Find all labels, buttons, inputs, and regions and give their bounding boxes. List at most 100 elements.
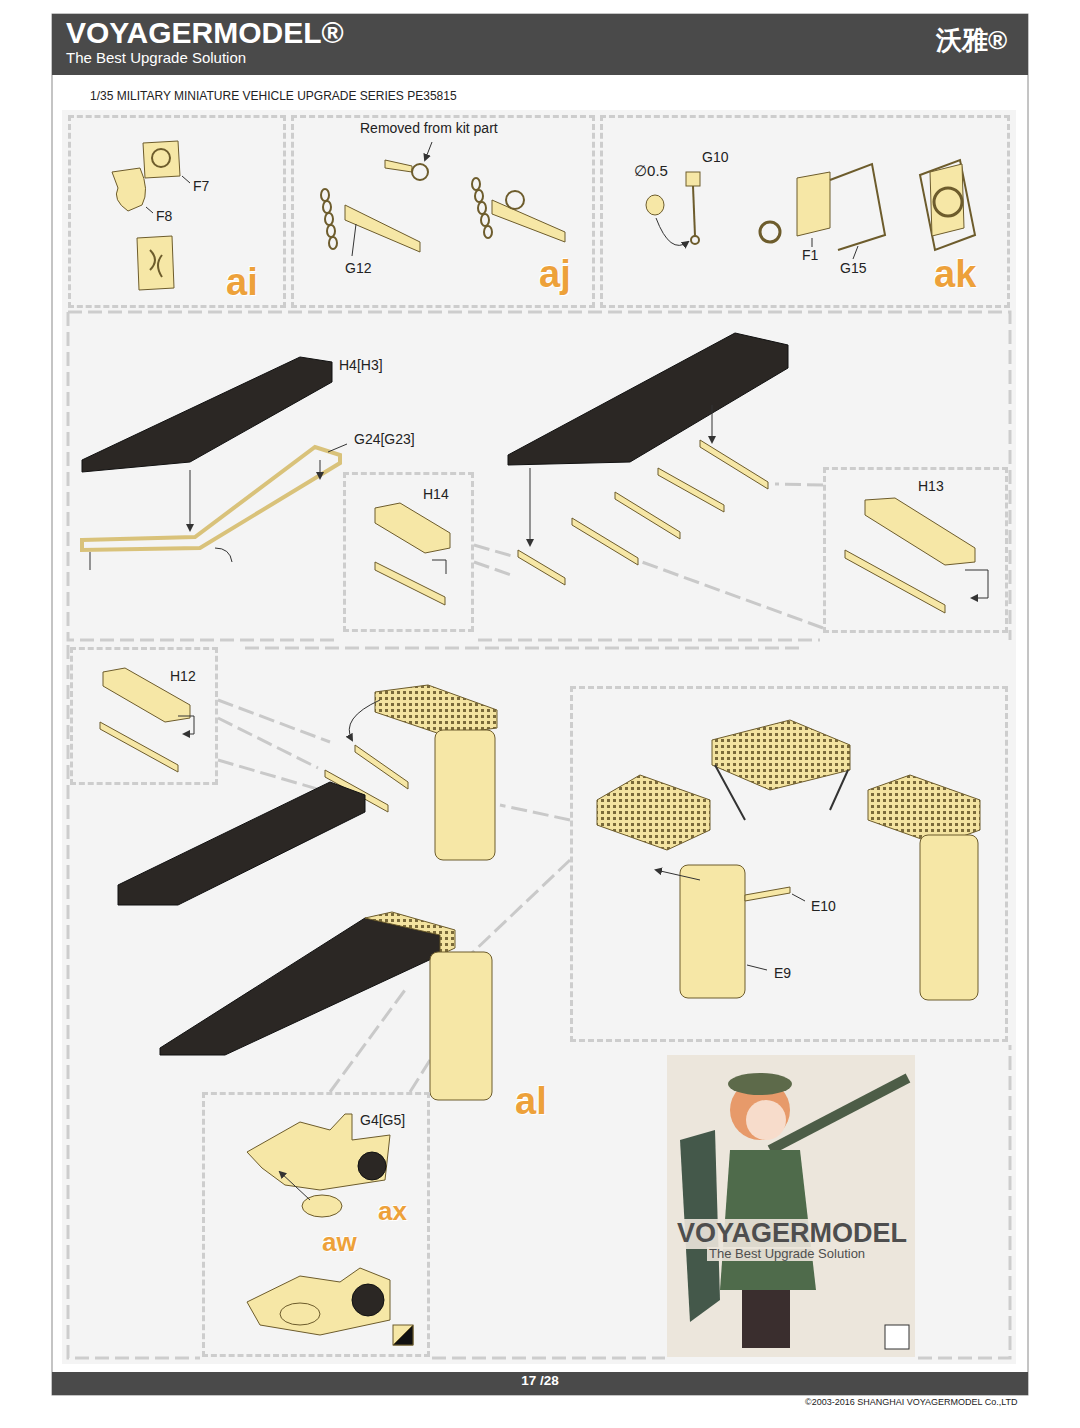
part-drawing bbox=[280, 1172, 310, 1200]
part-drawing bbox=[82, 357, 332, 472]
part-drawing bbox=[365, 912, 455, 955]
part-drawing bbox=[792, 894, 805, 901]
zoom-line bbox=[330, 990, 430, 1092]
part-drawing bbox=[375, 562, 445, 605]
part-drawing bbox=[393, 1325, 413, 1345]
part-drawing bbox=[182, 176, 190, 183]
zoom-line bbox=[474, 545, 514, 576]
brand-text: The Best Upgrade Solution bbox=[66, 50, 246, 67]
part-drawing bbox=[930, 164, 964, 236]
part-drawing bbox=[700, 440, 768, 489]
part-drawing bbox=[478, 202, 486, 214]
part-drawing bbox=[797, 172, 830, 236]
zoom-line bbox=[218, 700, 338, 795]
part-drawing bbox=[329, 237, 337, 249]
part-drawing bbox=[760, 222, 780, 242]
part-drawing bbox=[965, 570, 988, 598]
step-letter: al bbox=[515, 1081, 547, 1123]
part-drawing bbox=[530, 468, 531, 545]
part-drawing bbox=[321, 189, 329, 201]
note-text: Removed from kit part bbox=[360, 121, 498, 136]
zoom-line bbox=[642, 484, 823, 628]
part-drawing bbox=[150, 250, 162, 277]
part-drawing bbox=[323, 201, 331, 213]
part-number: G12 bbox=[345, 261, 371, 276]
part-drawing bbox=[747, 965, 767, 970]
part-drawing bbox=[686, 172, 700, 186]
step-panel: ai bbox=[68, 115, 286, 308]
part-drawing bbox=[385, 160, 412, 172]
detail-inset: E10E9 bbox=[570, 686, 1008, 1042]
part-drawing bbox=[327, 225, 335, 237]
part-number: G4[G5] bbox=[360, 1113, 405, 1128]
part-drawing bbox=[472, 178, 480, 190]
part-drawing bbox=[432, 560, 446, 574]
region-outline bbox=[68, 645, 1010, 1358]
detail-inset: H14 bbox=[343, 472, 474, 632]
part-drawing bbox=[352, 1284, 384, 1316]
poster-illustration bbox=[770, 1078, 908, 1150]
part-drawing bbox=[492, 200, 565, 242]
part-drawing bbox=[712, 720, 850, 790]
region-outline bbox=[245, 647, 800, 650]
part-drawing bbox=[435, 730, 495, 860]
part-drawing bbox=[656, 218, 688, 245]
part-drawing bbox=[712, 405, 713, 442]
poster-illustration bbox=[742, 1290, 790, 1348]
part-drawing bbox=[375, 503, 450, 553]
part-number: H4[H3] bbox=[339, 358, 383, 373]
part-number: H12 bbox=[170, 669, 196, 684]
part-number: H14 bbox=[423, 487, 449, 502]
part-drawing bbox=[693, 186, 695, 236]
part-drawing bbox=[646, 195, 664, 215]
poster-illustration bbox=[728, 1073, 792, 1095]
part-drawing bbox=[508, 333, 788, 465]
part-number: H13 bbox=[918, 479, 944, 494]
part-drawing bbox=[518, 550, 565, 585]
part-drawing bbox=[658, 468, 724, 512]
part-drawing bbox=[920, 160, 975, 250]
part-drawing bbox=[358, 1152, 386, 1180]
part-drawing bbox=[178, 716, 194, 734]
part-drawing bbox=[853, 246, 858, 259]
part-drawing bbox=[112, 168, 146, 211]
watermark: The Best Upgrade Solution bbox=[707, 1247, 867, 1261]
copyright-note: ©2003-2016 SHANGHAI VOYAGERMODEL Co.,LTD bbox=[805, 1398, 1018, 1408]
part-drawing bbox=[355, 745, 408, 789]
part-drawing bbox=[247, 1268, 390, 1335]
part-drawing bbox=[656, 870, 700, 880]
part-drawing bbox=[137, 236, 174, 290]
part-drawing bbox=[715, 765, 848, 820]
part-drawing bbox=[680, 865, 745, 998]
part-drawing bbox=[328, 444, 347, 452]
part-drawing bbox=[425, 142, 432, 160]
step-letter: ak bbox=[934, 254, 976, 296]
part-drawing bbox=[484, 226, 492, 238]
part-drawing bbox=[393, 1325, 413, 1345]
part-number: G10 bbox=[702, 150, 728, 165]
part-drawing bbox=[143, 141, 180, 178]
brand-text: 沃雅® bbox=[936, 26, 1007, 55]
part-number: 17 /28 bbox=[52, 1374, 1028, 1389]
poster-illustration bbox=[667, 1055, 915, 1357]
part-drawing bbox=[615, 492, 680, 539]
page-subtitle: 1/35 MILITARY MINIATURE VEHICLE UPGRADE … bbox=[90, 90, 457, 103]
step-panel: ak bbox=[600, 115, 1010, 308]
page-frame bbox=[52, 14, 1028, 1395]
part-drawing bbox=[82, 447, 340, 550]
header-bar: VOYAGERMODEL®The Best Upgrade Solution沃雅… bbox=[52, 14, 1028, 75]
part-drawing bbox=[118, 782, 365, 905]
part-drawing bbox=[375, 685, 497, 735]
part-drawing bbox=[100, 722, 178, 772]
part-drawing bbox=[830, 164, 885, 250]
part-drawing bbox=[481, 214, 489, 226]
detail-inset: H13 bbox=[823, 467, 1008, 633]
watermark: VOYAGERMODEL bbox=[675, 1219, 909, 1249]
poster: VOYAGERMODELThe Best Upgrade Solution bbox=[667, 1055, 915, 1357]
part-number: E9 bbox=[774, 966, 791, 981]
step-letter: aw bbox=[322, 1228, 357, 1257]
page-frame bbox=[52, 14, 1028, 1395]
part-number: ∅0.5 bbox=[634, 163, 668, 180]
poster-illustration bbox=[746, 1100, 786, 1140]
